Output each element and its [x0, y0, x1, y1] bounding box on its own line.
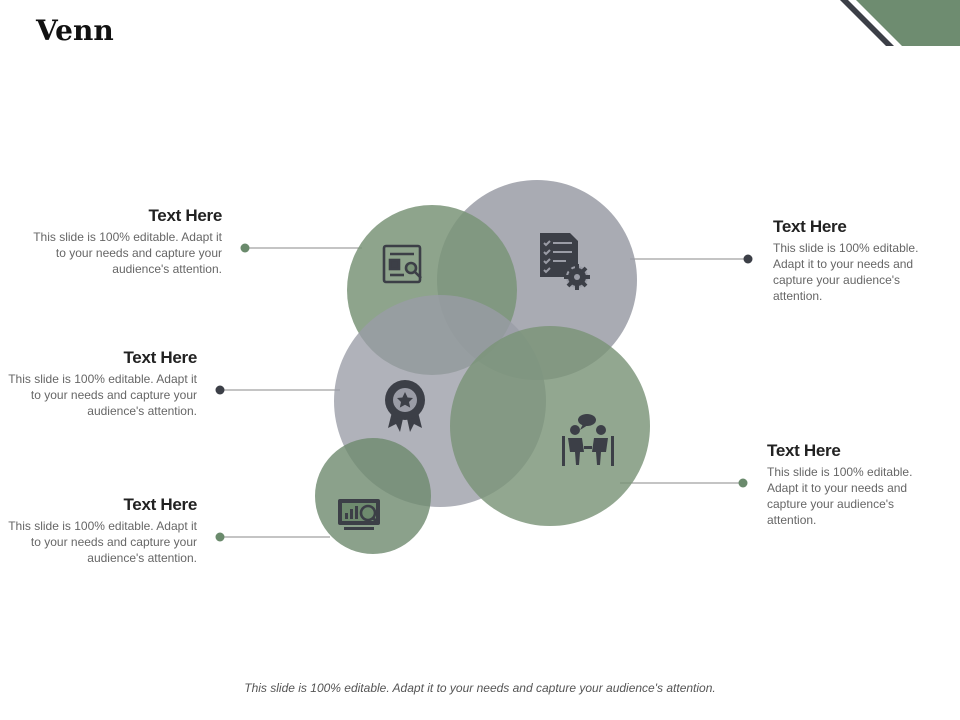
award-badge-icon — [385, 380, 425, 432]
text-block-bottom-left: Text Here This slide is 100% editable. A… — [0, 494, 197, 566]
text-block-top-right: Text Here This slide is 100% editable. A… — [773, 216, 948, 304]
block-heading: Text Here — [148, 206, 222, 225]
slide-title: Venn — [36, 14, 114, 47]
connector-1 — [240, 243, 362, 253]
block-heading: Text Here — [767, 441, 841, 460]
connector-3 — [215, 532, 330, 542]
circle-bottom-small — [315, 438, 431, 554]
checklist-gear-icon — [540, 233, 590, 290]
footer-note: This slide is 100% editable. Adapt it to… — [244, 681, 716, 695]
block-body: This slide is 100% editable. Adapt it to… — [33, 230, 222, 276]
meeting-icon — [562, 414, 614, 466]
text-block-middle-left: Text Here This slide is 100% editable. A… — [0, 347, 197, 419]
block-body: This slide is 100% editable. Adapt it to… — [767, 465, 913, 527]
connector-2 — [215, 385, 340, 395]
block-heading: Text Here — [123, 495, 197, 514]
block-body: This slide is 100% editable. Adapt it to… — [8, 372, 197, 418]
document-search-icon — [382, 244, 422, 284]
block-heading: Text Here — [773, 217, 847, 236]
block-body: This slide is 100% editable. Adapt it to… — [8, 519, 197, 565]
corner-decoration — [840, 0, 960, 46]
text-block-bottom-right: Text Here This slide is 100% editable. A… — [767, 440, 942, 528]
connector-5 — [620, 478, 748, 488]
circle-right — [450, 326, 650, 526]
block-body: This slide is 100% editable. Adapt it to… — [773, 241, 919, 303]
text-block-top-left: Text Here This slide is 100% editable. A… — [22, 205, 222, 277]
connector-4 — [630, 254, 753, 264]
block-heading: Text Here — [123, 348, 197, 367]
chart-search-icon — [338, 499, 381, 530]
